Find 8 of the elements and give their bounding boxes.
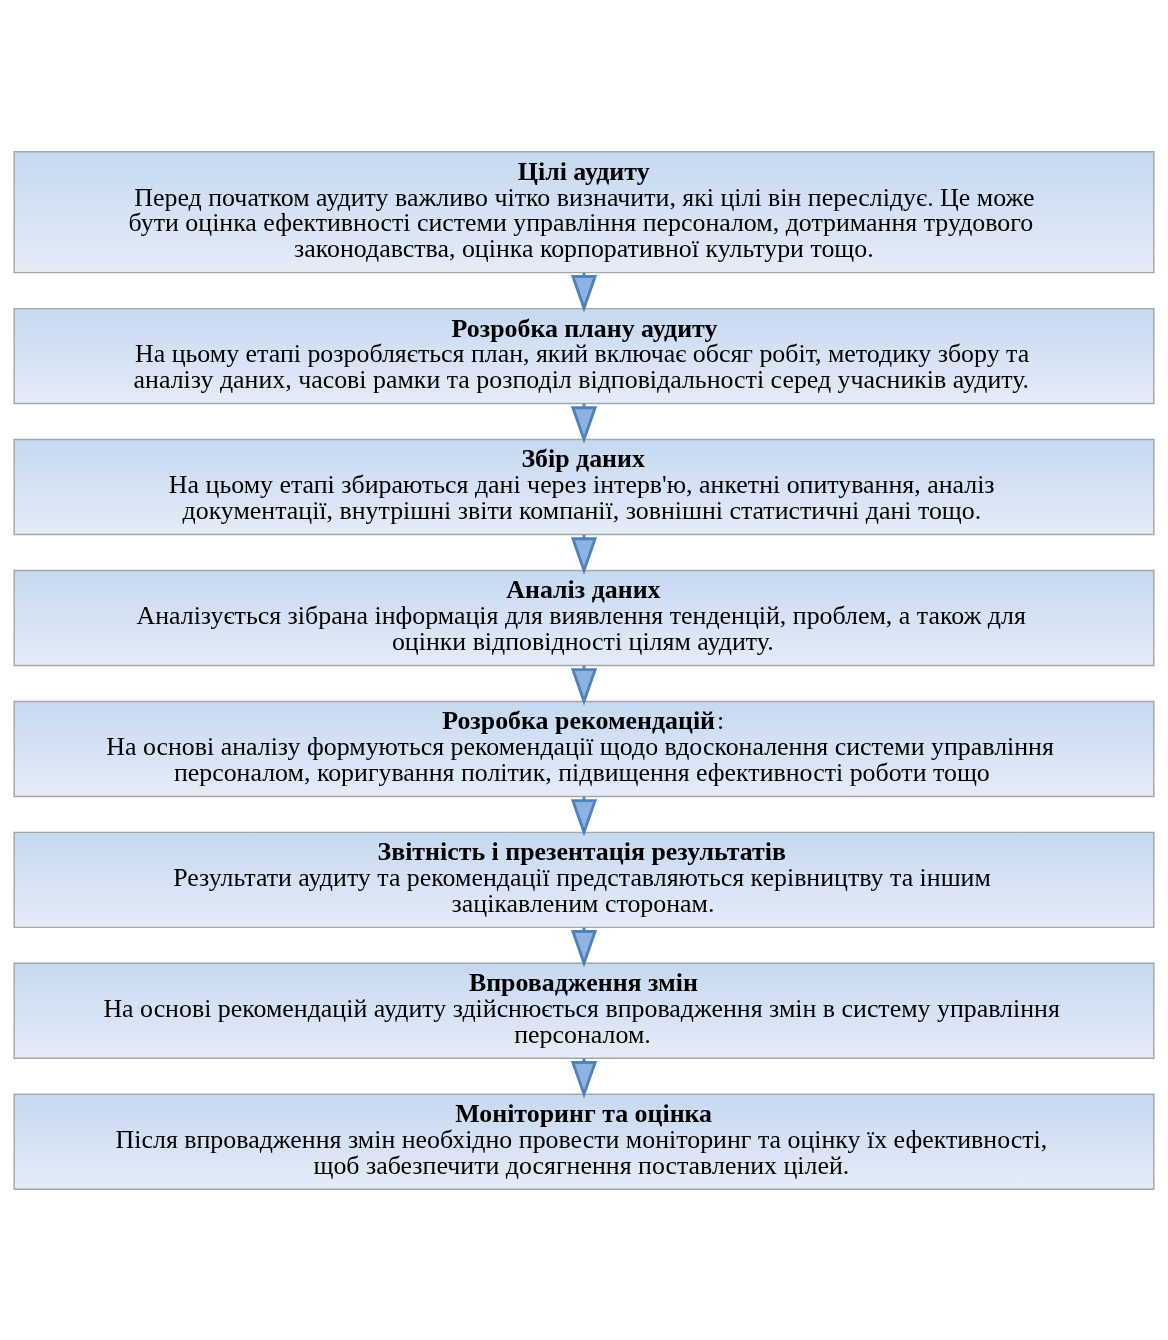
node-box: Розробка плану аудиту На цьому етапі розробляється план, який включає обсяг робіт, методику збору та аналізу даних, часові рамки та розподіл відповідальності серед учасників аудиту. bbox=[13, 307, 1155, 404]
node-box: Цілі аудиту Перед початком аудиту важливо чітко визначити, які цілі він переслідує. Це може бути оцінка ефективності системи управління персоналом, дотримання трудового законодавства, оцінка корпоративної культури тощо. bbox=[13, 150, 1155, 273]
node-box: Аналіз даних Аналізується зібрана інформація для виявлення тенденцій, проблем, а також для оцінки відповідності цілям аудиту. bbox=[13, 569, 1155, 666]
node-box: Моніторинг та оцінка Після впровадження змін необхідно провести моніторинг та оцінку їх ефективності, щоб забезпечити досягнення поставлених цілей. bbox=[13, 1093, 1155, 1190]
node-box: Звітність і презентація результатів Результати аудиту та рекомендації представляються керівництву та іншим зацікавленим сторонам. bbox=[13, 831, 1155, 928]
node-box: Розробка рекомендацій: На основі аналізу формуються рекомендації щодо вдосконалення системи управління персоналом, коригування політик, підвищення ефективності роботи тощо bbox=[13, 700, 1155, 797]
node-box: Збір даних На цьому етапі збираються дані через інтерв'ю, анкетні опитування, аналіз документації, внутрішні звіти компанії, зовнішні статистичні дані тощо. bbox=[13, 438, 1155, 535]
node-box: Впровадження змін На основі рекомендацій аудиту здійснюється впровадження змін в систему управління персоналом. bbox=[13, 962, 1155, 1059]
